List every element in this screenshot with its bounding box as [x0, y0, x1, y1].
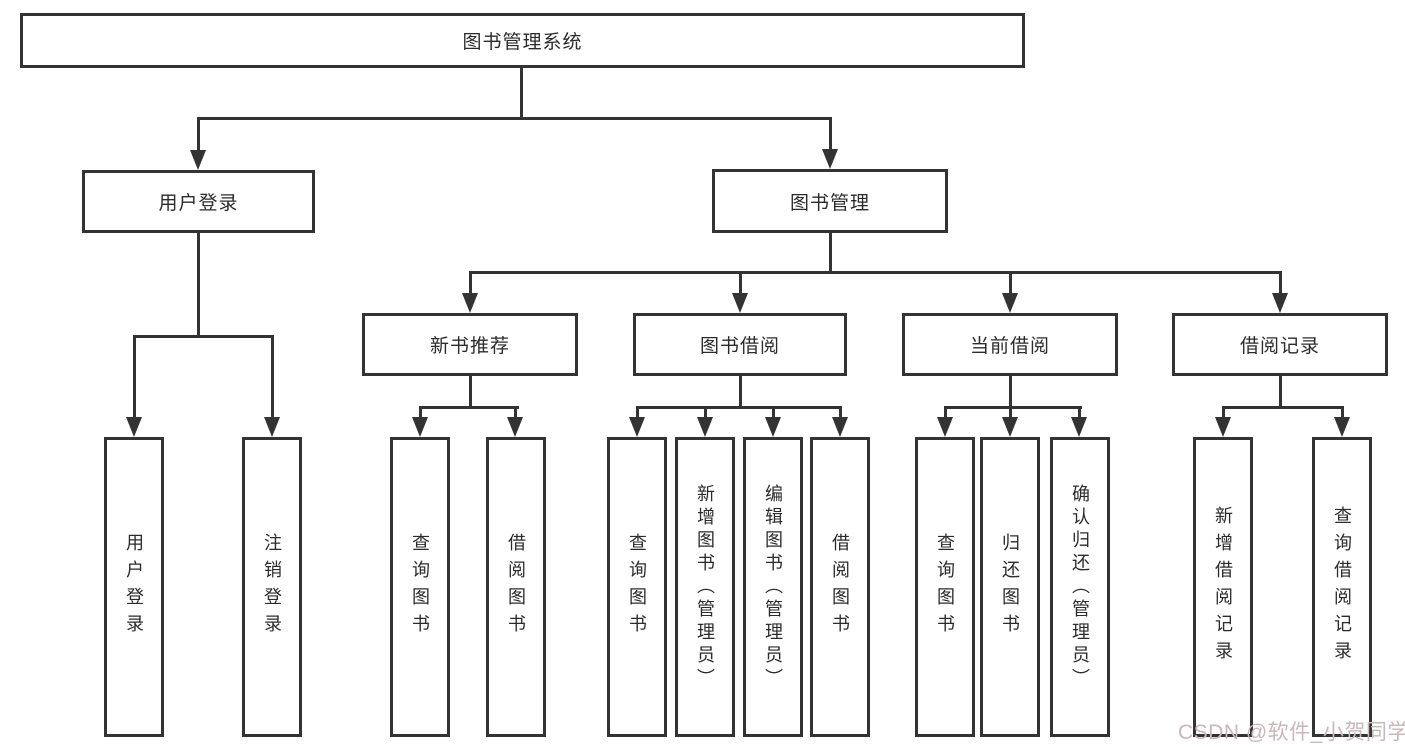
node-label: 借阅图书	[830, 533, 850, 641]
connector-line	[133, 335, 136, 419]
leaf-query-borrow-record: 查询借阅记录	[1312, 437, 1372, 737]
arrow-down-icon	[507, 417, 523, 437]
connector-line	[1279, 271, 1282, 295]
connector-line	[514, 406, 517, 420]
node-label: 借阅图书	[506, 533, 526, 641]
arrow-down-icon	[732, 293, 748, 313]
csdn-watermark: CSDN @软件_小贺同学	[1178, 721, 1405, 744]
connector-line	[829, 117, 832, 154]
connector-line	[636, 406, 639, 420]
node-current-borrow: 当前借阅	[902, 313, 1118, 376]
arrow-down-icon	[462, 293, 478, 313]
arrow-down-icon	[629, 417, 645, 437]
node-label: 用户登录	[158, 193, 239, 214]
connector-line	[520, 68, 523, 120]
connector-line	[469, 271, 472, 295]
arrow-down-icon	[937, 417, 953, 437]
connector-line	[704, 406, 707, 420]
node-label: 新增借阅记录	[1213, 506, 1233, 668]
leaf-add-book-admin: 新增图书（管理员）	[675, 437, 735, 737]
node-label: 查询图书	[410, 533, 430, 641]
connector-line	[944, 406, 947, 420]
connector-line	[739, 271, 742, 295]
arrow-down-icon	[264, 417, 280, 437]
node-new-book-recommend: 新书推荐	[362, 313, 578, 376]
leaf-logout: 注销登录	[242, 437, 302, 737]
node-label: 新增图书（管理员）	[695, 483, 715, 691]
connector-line	[1222, 406, 1344, 409]
connector-line	[133, 335, 274, 338]
arrow-down-icon	[697, 417, 713, 437]
connector-line	[772, 406, 775, 420]
arrow-down-icon	[190, 150, 206, 170]
connector-line	[419, 406, 519, 409]
leaf-confirm-return-admin: 确认归还（管理员）	[1050, 437, 1110, 737]
connector-line	[829, 233, 832, 273]
leaf-borrow-book-recommend: 借阅图书	[486, 437, 546, 737]
node-label: 图书管理系统	[462, 32, 583, 53]
node-label: 确认归还（管理员）	[1070, 483, 1090, 691]
arrow-down-icon	[1002, 417, 1018, 437]
node-label: 查询借阅记录	[1332, 506, 1352, 668]
connector-line	[1009, 406, 1012, 420]
arrow-down-icon	[765, 417, 781, 437]
node-label: 图书借阅	[699, 336, 780, 357]
node-library-management-system: 图书管理系统	[20, 13, 1025, 68]
node-label: 借阅记录	[1239, 336, 1320, 357]
connector-line	[1341, 406, 1344, 420]
node-user-login: 用户登录	[82, 170, 315, 233]
connector-line	[1009, 376, 1012, 409]
node-label: 查询图书	[935, 533, 955, 641]
arrow-down-icon	[1334, 417, 1350, 437]
node-book-borrow: 图书借阅	[633, 313, 847, 376]
leaf-add-borrow-record: 新增借阅记录	[1193, 437, 1253, 737]
connector-line	[1009, 271, 1012, 295]
connector-line	[739, 376, 742, 409]
leaf-edit-book-admin: 编辑图书（管理员）	[743, 437, 803, 737]
arrow-down-icon	[1215, 417, 1231, 437]
connector-line	[197, 117, 832, 120]
node-label: 图书管理	[789, 192, 870, 214]
leaf-user-login: 用户登录	[104, 437, 164, 737]
node-label: 当前借阅	[969, 336, 1050, 357]
connector-line	[469, 376, 472, 409]
node-label: 注销登录	[262, 533, 282, 641]
arrow-down-icon	[1002, 293, 1018, 313]
connector-line	[944, 406, 1082, 409]
connector-line	[1222, 406, 1225, 420]
arrow-down-icon	[1272, 293, 1288, 313]
connector-line	[197, 233, 200, 337]
arrow-down-icon	[1071, 417, 1087, 437]
leaf-query-book-borrow: 查询图书	[607, 437, 667, 737]
node-label: 归还图书	[1000, 533, 1020, 641]
node-label: 用户登录	[124, 533, 144, 641]
connector-line	[1279, 376, 1282, 409]
node-book-management: 图书管理	[712, 169, 948, 233]
connector-line	[271, 335, 274, 419]
connector-line	[197, 117, 200, 154]
connector-line	[469, 271, 1282, 274]
connector-line	[419, 406, 422, 420]
arrow-down-icon	[412, 417, 428, 437]
leaf-query-book-recommend: 查询图书	[390, 437, 450, 737]
leaf-return-book: 归还图书	[980, 437, 1040, 737]
connector-line	[839, 406, 842, 420]
node-label: 编辑图书（管理员）	[763, 483, 783, 691]
connector-line	[636, 406, 842, 409]
node-borrow-record: 借阅记录	[1172, 313, 1388, 376]
leaf-query-book-current: 查询图书	[915, 437, 975, 737]
arrow-down-icon	[822, 149, 838, 169]
node-label: 新书推荐	[429, 336, 510, 357]
arrow-down-icon	[832, 417, 848, 437]
arrow-down-icon	[126, 417, 142, 437]
node-label: 查询图书	[627, 533, 647, 641]
leaf-borrow-book: 借阅图书	[810, 437, 870, 737]
connector-line	[1078, 406, 1081, 420]
